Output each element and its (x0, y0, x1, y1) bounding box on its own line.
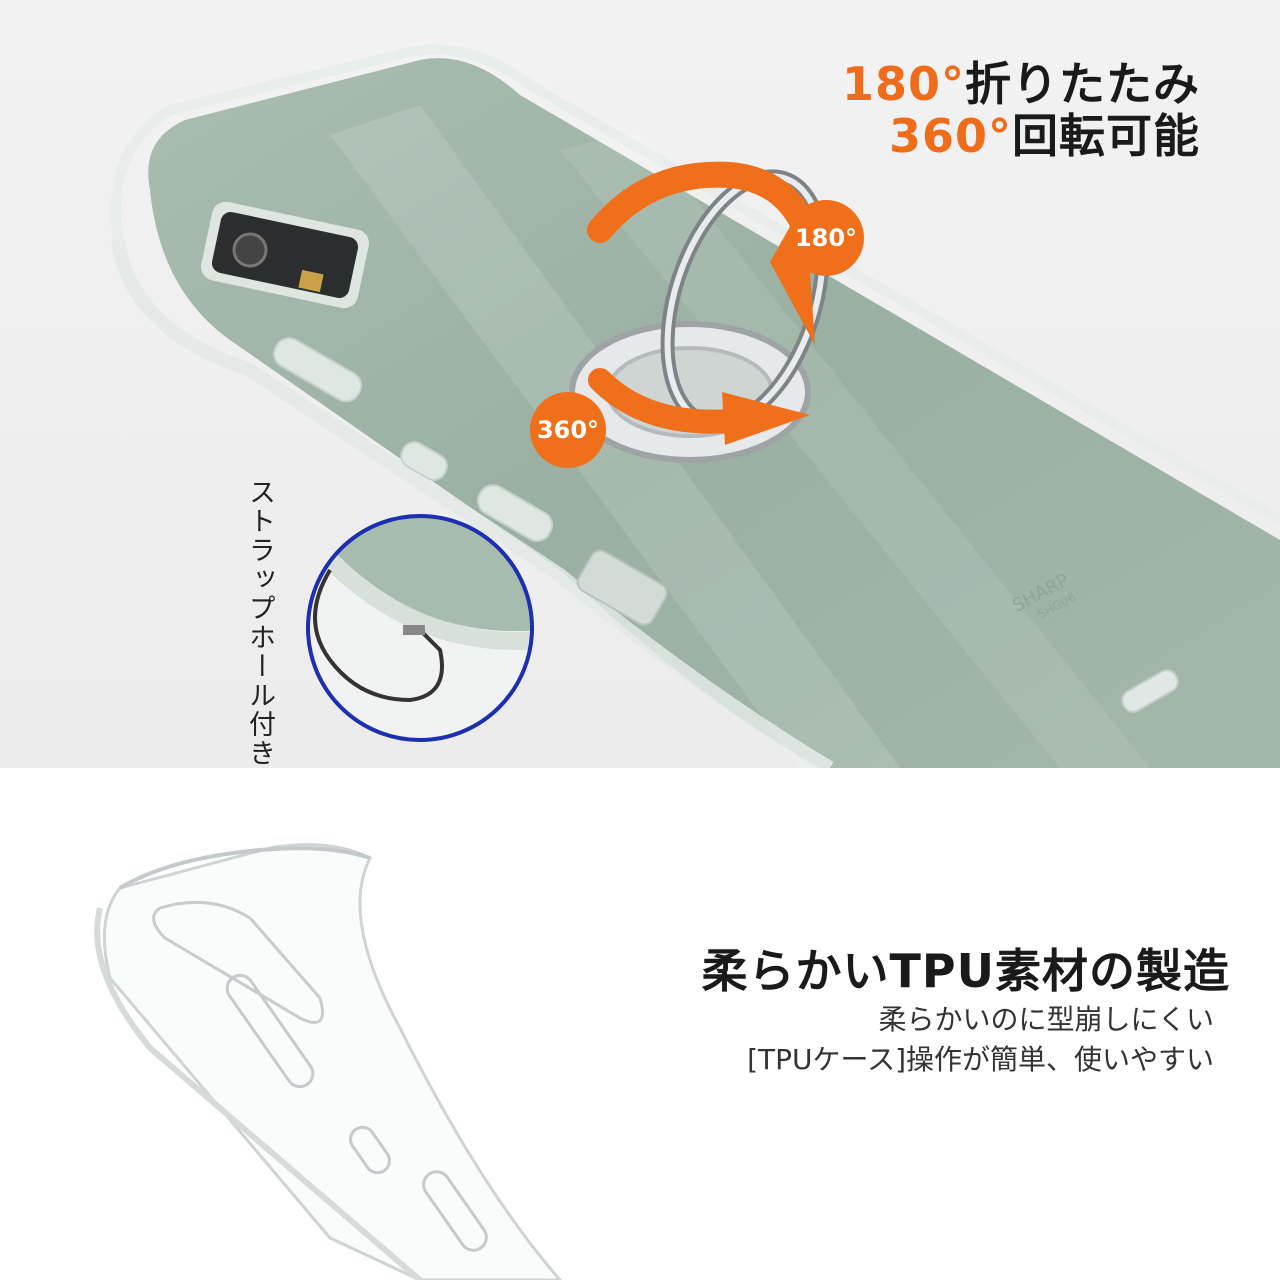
zoom-ring (306, 514, 534, 742)
tpu-title: 柔らかいTPU素材の製造 (701, 944, 1230, 998)
rotate-angle-badge: 360° (530, 392, 606, 468)
tpu-description-line-2: [TPUケース]操作が簡単、使いやすい (747, 1043, 1214, 1076)
case-edge (110, 44, 1280, 525)
phone-case-illustration (110, 44, 1280, 768)
button-cover (349, 1125, 391, 1175)
case-top-edge (118, 846, 371, 890)
rotate-arrow (588, 368, 752, 434)
usb-port (1121, 669, 1179, 713)
headline-fold-angle: 180° (841, 57, 965, 111)
strap-hole-label: ストラップホール付き (244, 478, 275, 768)
headline-rotate-text: 回転可能 (1012, 109, 1200, 163)
flash (298, 269, 324, 293)
tpu-description: 柔らかいのに型崩しにくい [TPUケース]操作が簡単、使いやすい (747, 1000, 1214, 1080)
side-button (476, 484, 554, 542)
camera-cutout (152, 900, 324, 1024)
flexible-case-illustration (94, 843, 562, 1280)
rotate-angle-label: 360° (536, 416, 600, 444)
side-button (400, 441, 448, 481)
headline-fold-text: 折りたたみ (965, 57, 1200, 111)
fold-angle-badge: 180° (788, 200, 864, 276)
button-cover (225, 973, 315, 1089)
button-cover (422, 1170, 488, 1252)
side-button (273, 337, 363, 403)
case-left-edge (94, 907, 422, 1280)
headline-line-1: 180°折りたたみ (842, 58, 1200, 110)
camera-lens (232, 232, 268, 268)
reflection-band (560, 130, 1150, 768)
fold-angle-label: 180° (794, 224, 858, 252)
headline-rotate-angle: 360° (888, 109, 1012, 163)
case-body (102, 843, 562, 1280)
case-side (111, 238, 834, 768)
fold-arrow (587, 161, 823, 253)
tpu-feature-panel (0, 768, 1280, 1280)
headline: 180°折りたたみ 360°回転可能 (842, 58, 1200, 162)
tpu-description-line-1: 柔らかいのに型崩しにくい (878, 1003, 1214, 1036)
rotate-arrow-head (722, 392, 810, 445)
ring-feature-panel: 180°折りたたみ 360°回転可能 180° 360° SHARP SHG06 (0, 0, 1280, 768)
headline-line-2: 360°回転可能 (842, 110, 1200, 162)
strap-hole-zoom (308, 516, 532, 740)
speaker-grille (576, 549, 668, 626)
